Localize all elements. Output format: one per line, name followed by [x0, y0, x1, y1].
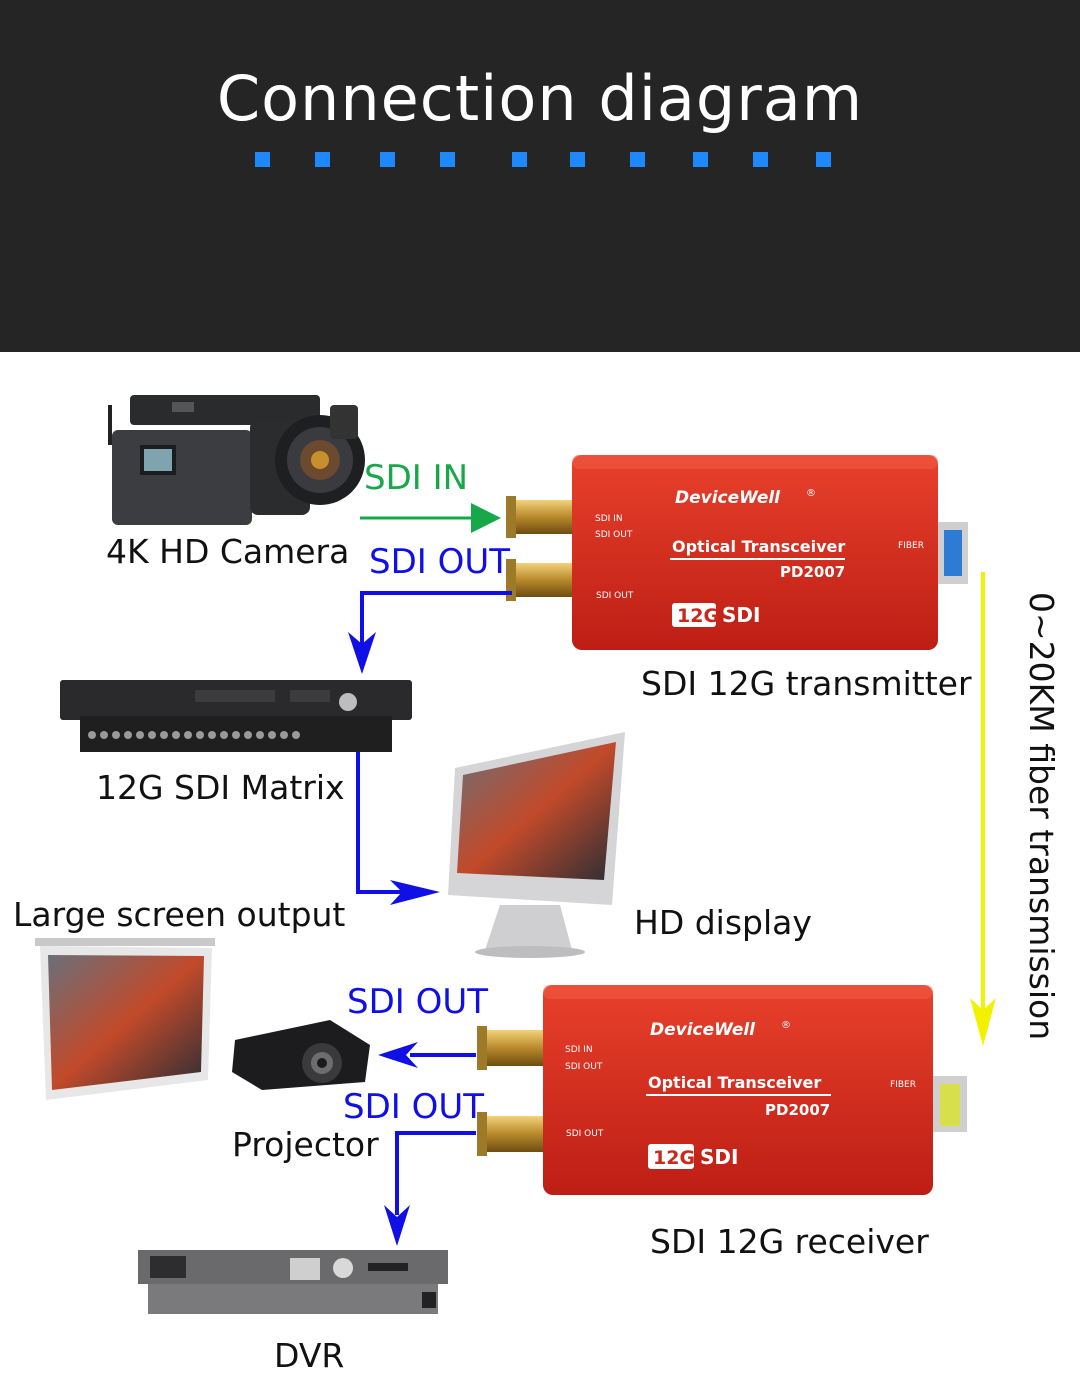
dvr-label: DVR: [274, 1336, 345, 1375]
tx-port-fiber: FIBER: [898, 541, 924, 551]
decor-dot: [753, 152, 768, 167]
decor-dot: [512, 152, 527, 167]
tx-port-sdi-in: SDI IN: [595, 514, 623, 524]
decor-dot: [630, 152, 645, 167]
receiver-device: [477, 985, 967, 1195]
tx-badge-suffix: SDI: [722, 603, 760, 627]
fiber-transmission-label: 0~20KM fiber transmission: [1022, 592, 1061, 1041]
rx-port-fiber: FIBER: [890, 1080, 916, 1090]
tx-port-sdi-out-2: SDI OUT: [596, 591, 634, 601]
decor-dot: [816, 152, 831, 167]
sdi-out-dvr-label: SDI OUT: [343, 1087, 485, 1127]
matrix-to-display-line: [356, 752, 405, 894]
projector-image: [232, 1020, 370, 1090]
sdi-out-camera-label: SDI OUT: [369, 542, 511, 582]
rx-brand: DeviceWell: [650, 1020, 756, 1040]
camera-image: [108, 395, 365, 525]
hd-display-image: [448, 732, 625, 958]
receiver-label: SDI 12G receiver: [650, 1222, 929, 1261]
decor-dot: [693, 152, 708, 167]
header-banner: Connection diagram: [0, 0, 1080, 352]
page-title: Connection diagram: [216, 62, 864, 135]
matrix-to-display-arrowhead: [390, 880, 440, 905]
sdi-out-to-matrix-arrowhead: [348, 632, 376, 674]
tx-brand: DeviceWell: [675, 488, 781, 508]
rx-name: Optical Transceiver: [648, 1073, 821, 1092]
decor-dot: [315, 152, 330, 167]
rx-model: PD2007: [765, 1101, 830, 1119]
receiver-to-projector-arrowhead: [378, 1042, 418, 1068]
transmitter-device: [506, 455, 968, 650]
tx-badge: 12G: [677, 605, 719, 627]
receiver-to-dvr-line: [395, 1131, 476, 1215]
receiver-to-dvr-arrowhead: [384, 1205, 410, 1246]
tx-name: Optical Transceiver: [672, 537, 845, 556]
decor-dot: [570, 152, 585, 167]
rx-port-sdi-in: SDI IN: [565, 1045, 593, 1055]
rx-port-sdi-out: SDI OUT: [565, 1062, 603, 1072]
tx-model: PD2007: [780, 563, 845, 581]
camera-label: 4K HD Camera: [106, 532, 350, 571]
rx-registered: ®: [781, 1020, 791, 1031]
dvr-image: [138, 1250, 448, 1314]
decor-dot: [255, 152, 270, 167]
tx-registered: ®: [806, 488, 816, 499]
hd-display-label: HD display: [634, 903, 812, 942]
rx-badge-suffix: SDI: [700, 1145, 738, 1169]
sdi-out-projector-label: SDI OUT: [347, 982, 489, 1022]
rx-port-sdi-out-2: SDI OUT: [566, 1129, 604, 1139]
transmitter-label: SDI 12G transmitter: [641, 664, 972, 703]
sdi-in-label: SDI IN: [364, 458, 469, 498]
large-screen-label: Large screen output: [13, 895, 346, 934]
sdi-out-to-matrix-line: [360, 591, 512, 660]
rx-badge: 12G: [653, 1147, 695, 1169]
decor-dot: [380, 152, 395, 167]
projector-label: Projector: [232, 1125, 379, 1164]
tx-port-sdi-out: SDI OUT: [595, 530, 633, 540]
matrix-label: 12G SDI Matrix: [96, 768, 345, 807]
projection-screen-image: [35, 938, 215, 1100]
decor-dot: [440, 152, 455, 167]
fiber-arrowhead: [970, 998, 996, 1046]
matrix-image: [60, 680, 412, 752]
